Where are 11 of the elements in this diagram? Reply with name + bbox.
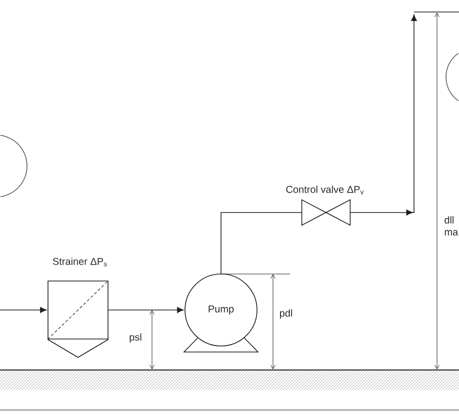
flow-arrow xyxy=(350,14,417,216)
circle-outline xyxy=(0,134,28,198)
dimension-label: dll ma xyxy=(444,216,458,236)
circle-outline xyxy=(446,52,459,102)
pipe-line xyxy=(220,212,302,274)
dimension-label: psl xyxy=(130,333,142,343)
equipment-label: Control valve ΔP$_{v}$ xyxy=(286,186,364,194)
flow-arrow xyxy=(0,307,47,313)
dimension-label: pdl xyxy=(280,309,292,319)
equipment-label: Strainer ΔP$_{s}$ xyxy=(52,258,107,266)
flow-arrow xyxy=(108,307,184,313)
